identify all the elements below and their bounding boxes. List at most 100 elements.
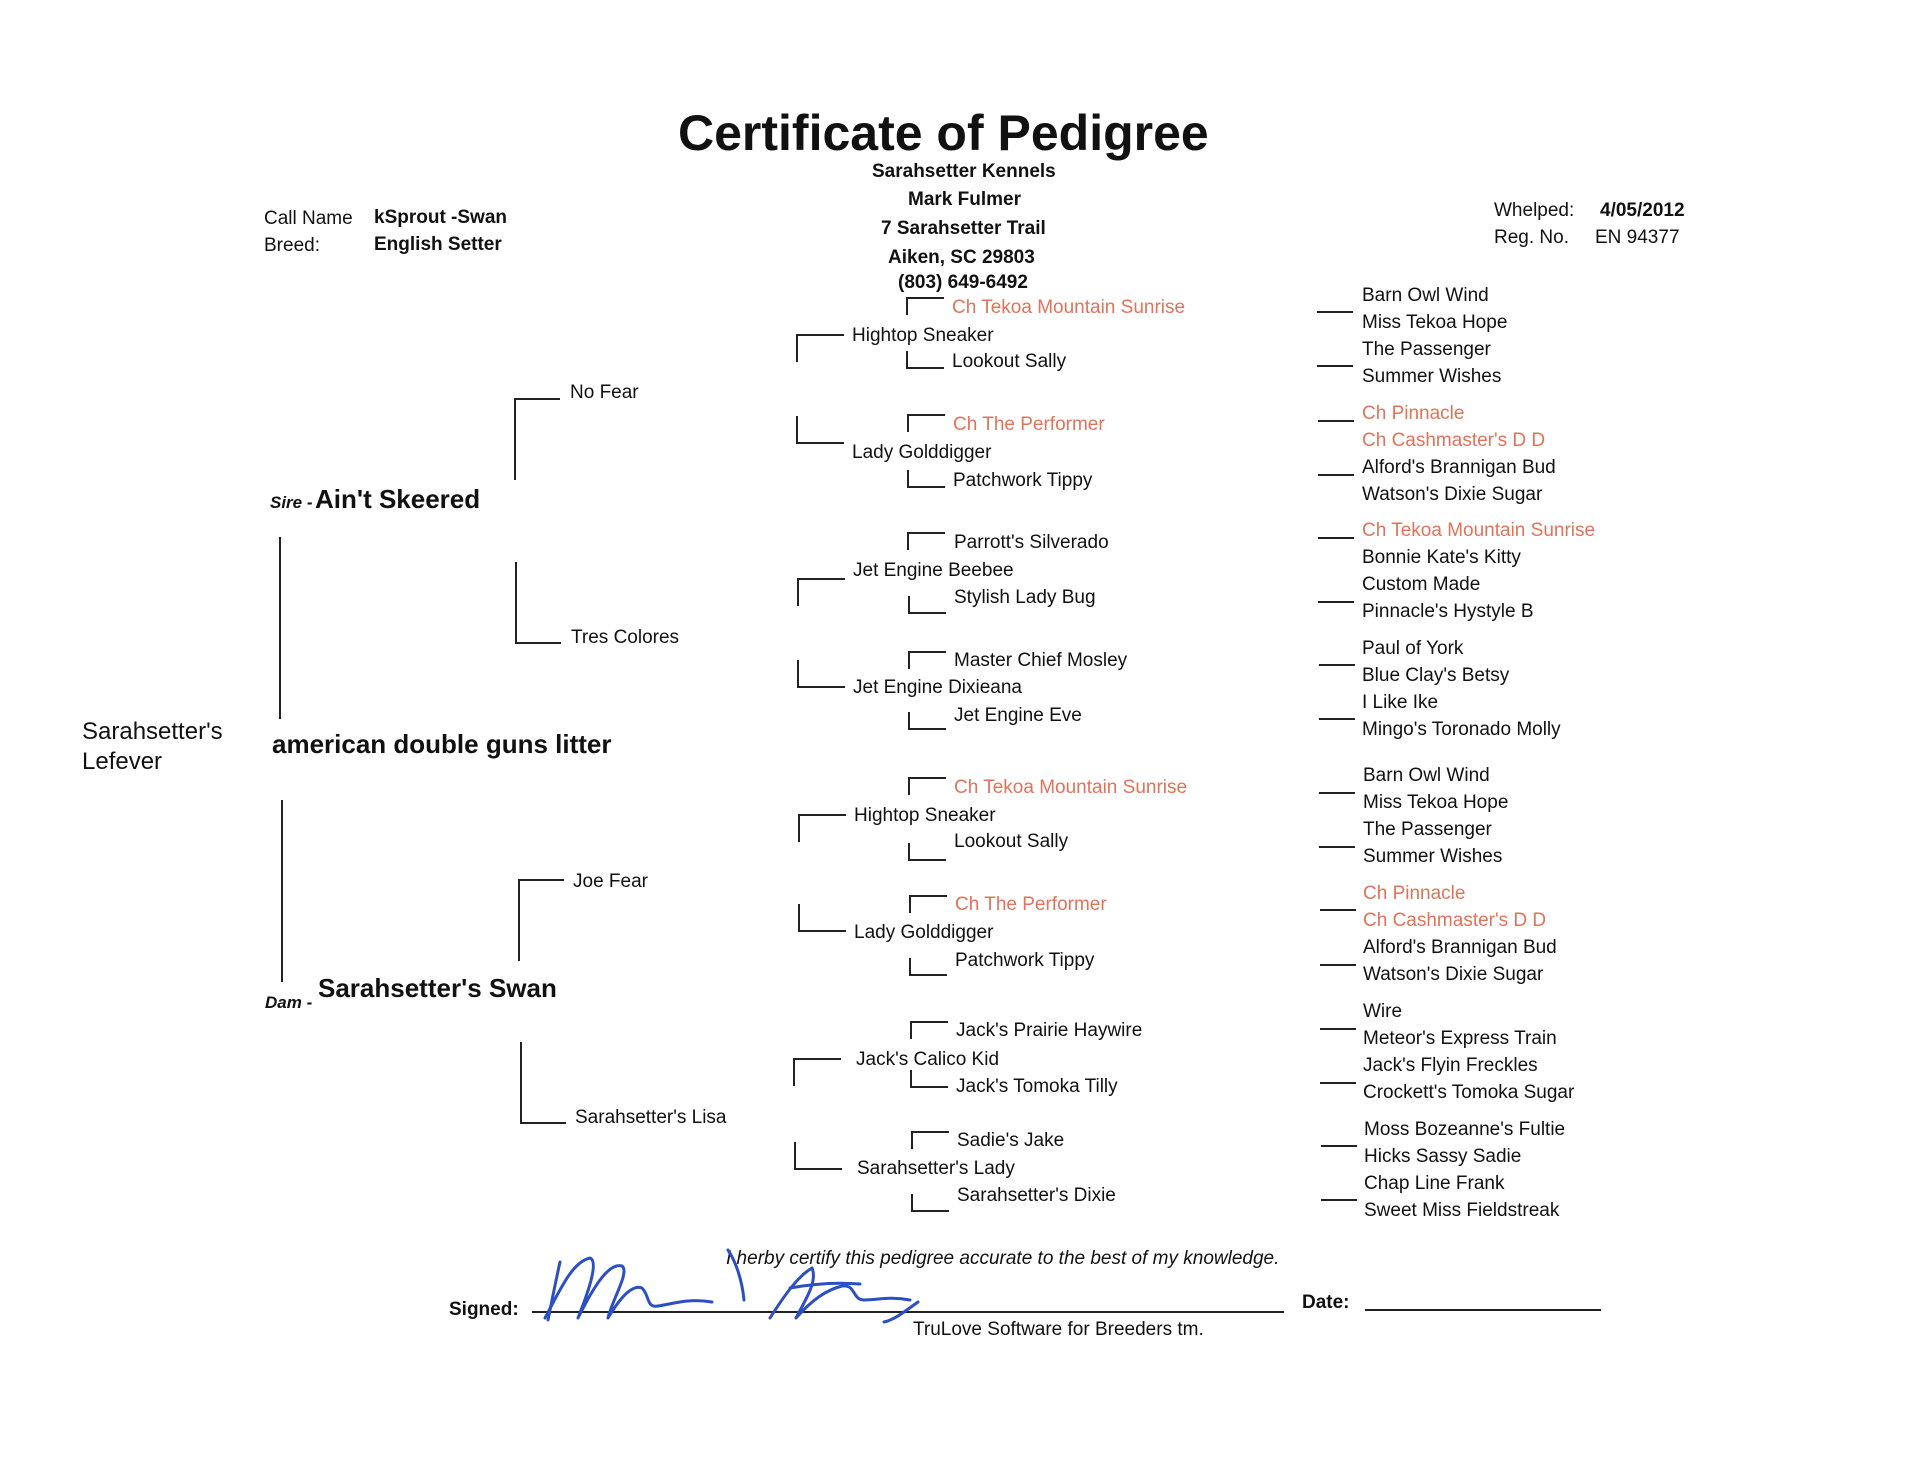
gen3-name: Sarahsetter's Lady xyxy=(857,1158,1015,1179)
dash xyxy=(1318,601,1354,603)
bracket xyxy=(797,660,845,688)
gen5-name: Mingo's Toronado Molly xyxy=(1362,719,1561,740)
dam-sire-name: Joe Fear xyxy=(573,871,648,892)
certify-statement: I herby certify this pedigree accurate t… xyxy=(726,1248,1280,1269)
bracket xyxy=(796,334,844,362)
bracket xyxy=(520,1042,566,1124)
bracket xyxy=(514,398,560,480)
gen3-name: Jack's Calico Kid xyxy=(856,1049,1000,1070)
address-line-2: Aiken, SC 29803 xyxy=(888,247,1035,268)
gen4-name: Stylish Lady Bug xyxy=(954,587,1096,608)
bracket xyxy=(908,596,946,614)
gen5-name: Ch Pinnacle xyxy=(1362,403,1465,424)
bracket xyxy=(909,895,947,913)
breed-label: Breed: xyxy=(264,235,320,256)
dash xyxy=(1317,365,1353,367)
gen5-name: Ch Tekoa Mountain Sunrise xyxy=(1362,520,1596,541)
gen5-name: Summer Wishes xyxy=(1363,846,1503,867)
dash xyxy=(1317,311,1353,313)
dash xyxy=(1321,1145,1357,1147)
date-line xyxy=(1365,1309,1601,1311)
gen5-name: Blue Clay's Betsy xyxy=(1362,665,1510,686)
gen4-name: Sadie's Jake xyxy=(957,1130,1065,1151)
gen5-name: Chap Line Frank xyxy=(1364,1173,1505,1194)
gen4-name: Ch The Performer xyxy=(955,894,1107,915)
gen5-name: Watson's Dixie Sugar xyxy=(1362,484,1543,505)
subject-kennel: Sarahsetter's xyxy=(82,718,223,745)
gen5-name: Crockett's Tomoka Sugar xyxy=(1363,1082,1575,1103)
gen4-name: Ch The Performer xyxy=(953,414,1105,435)
gen5-name: Ch Cashmaster's D D xyxy=(1362,430,1546,451)
gen5-name: Barn Owl Wind xyxy=(1362,285,1489,306)
gen4-name: Patchwork Tippy xyxy=(955,950,1095,971)
gen4-name: Master Chief Mosley xyxy=(954,650,1128,671)
bracket xyxy=(908,651,946,669)
gen5-name: Miss Tekoa Hope xyxy=(1363,792,1509,813)
signature-line xyxy=(532,1311,1284,1313)
connector-line xyxy=(279,537,281,719)
gen4-name: Lookout Sally xyxy=(954,831,1069,852)
gen5-name: Miss Tekoa Hope xyxy=(1362,312,1508,333)
gen5-name: The Passenger xyxy=(1363,819,1492,840)
whelped-label: Whelped: xyxy=(1494,200,1575,221)
bracket xyxy=(907,532,945,550)
bracket xyxy=(909,958,947,976)
gen5-name: Pinnacle's Hystyle B xyxy=(1362,601,1534,622)
bracket xyxy=(798,904,846,932)
owner-name: Mark Fulmer xyxy=(908,189,1021,210)
gen4-name: Lookout Sally xyxy=(952,351,1067,372)
bracket xyxy=(798,814,846,842)
gen3-name: Lady Golddigger xyxy=(852,442,992,463)
bracket xyxy=(796,416,844,444)
gen5-name: The Passenger xyxy=(1362,339,1491,360)
gen5-name: Watson's Dixie Sugar xyxy=(1363,964,1544,985)
dash xyxy=(1319,664,1355,666)
gen5-name: Meteor's Express Train xyxy=(1363,1028,1557,1049)
gen4-name: Sarahsetter's Dixie xyxy=(957,1185,1116,1206)
dash xyxy=(1318,420,1354,422)
subject-name: Lefever xyxy=(82,748,163,775)
sire-name: Ain't Skeered xyxy=(315,484,481,514)
gen5-name: Ch Cashmaster's D D xyxy=(1363,910,1547,931)
dash xyxy=(1319,792,1355,794)
gen5-name: Moss Bozeanne's Fultie xyxy=(1364,1119,1566,1140)
date-label: Date: xyxy=(1302,1292,1350,1313)
call-name: kSprout -Swan xyxy=(374,207,508,228)
dash xyxy=(1320,1028,1356,1030)
gen5-name: Summer Wishes xyxy=(1362,366,1502,387)
signed-label: Signed: xyxy=(449,1299,519,1320)
gen4-name: Jack's Tomoka Tilly xyxy=(956,1076,1118,1097)
bracket xyxy=(908,843,946,861)
bracket xyxy=(793,1058,841,1086)
gen4-name: Patchwork Tippy xyxy=(953,470,1093,491)
gen3-name: Hightop Sneaker xyxy=(852,325,994,346)
gen3-name: Hightop Sneaker xyxy=(854,805,996,826)
bracket xyxy=(518,879,564,961)
bracket xyxy=(911,1194,949,1212)
bracket xyxy=(794,1142,842,1170)
bracket xyxy=(797,578,845,606)
litter-name: american double guns litter xyxy=(272,729,612,759)
sire-sire-name: No Fear xyxy=(570,382,639,403)
call-name-label: Call Name xyxy=(264,208,353,229)
gen4-name: Jack's Prairie Haywire xyxy=(956,1020,1143,1041)
gen5-name: Custom Made xyxy=(1362,574,1481,595)
bracket xyxy=(908,777,946,795)
gen4-name: Jet Engine Eve xyxy=(954,705,1082,726)
gen3-name: Jet Engine Dixieana xyxy=(853,677,1022,698)
breed: English Setter xyxy=(374,234,502,255)
gen5-name: Alford's Brannigan Bud xyxy=(1362,457,1556,478)
gen5-name: I Like Ike xyxy=(1362,692,1439,713)
bracket xyxy=(907,470,945,488)
dash xyxy=(1318,537,1354,539)
dam-name: Sarahsetter's Swan xyxy=(318,973,557,1003)
bracket xyxy=(911,1131,949,1149)
gen5-name: Bonnie Kate's Kitty xyxy=(1362,547,1521,568)
gen5-name: Ch Pinnacle xyxy=(1363,883,1466,904)
phone: (803) 649-6492 xyxy=(898,272,1028,293)
gen5-name: Paul of York xyxy=(1362,638,1464,659)
gen5-name: Alford's Brannigan Bud xyxy=(1363,937,1557,958)
bracket xyxy=(906,351,944,369)
bracket xyxy=(515,562,561,644)
dash xyxy=(1318,474,1354,476)
